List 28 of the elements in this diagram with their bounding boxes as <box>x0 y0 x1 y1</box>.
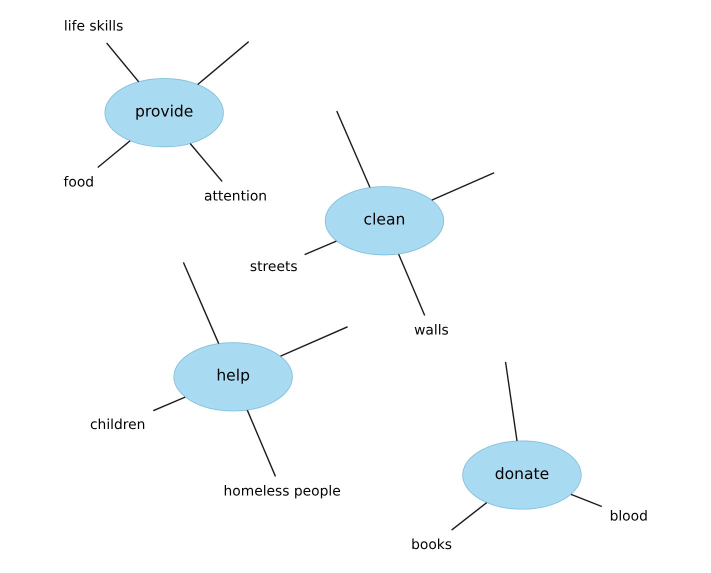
node-text: blood <box>610 508 648 524</box>
connector <box>336 110 371 188</box>
connector <box>398 254 426 316</box>
connector <box>153 396 186 412</box>
node-ellipse: donate <box>462 440 582 510</box>
node-text: walls <box>414 322 449 339</box>
node-text: attention <box>204 188 268 205</box>
connector <box>570 494 602 508</box>
connector <box>432 172 494 201</box>
connector <box>304 240 337 256</box>
connector <box>246 410 276 477</box>
connector <box>504 362 518 442</box>
node-text: children <box>90 417 146 434</box>
connector <box>197 41 250 86</box>
connector <box>451 502 488 531</box>
connector <box>182 262 220 344</box>
node-ellipse: help <box>173 342 293 412</box>
node-text: food <box>64 174 94 190</box>
connector <box>97 140 131 168</box>
node-ellipse: provide <box>104 78 224 148</box>
node-text: books <box>411 537 452 554</box>
connector <box>280 326 348 357</box>
node-text: homeless people <box>224 483 341 500</box>
connector <box>106 42 140 82</box>
node-text: life skills <box>64 18 124 35</box>
connector <box>190 143 223 182</box>
node-text: streets <box>250 258 298 275</box>
node-ellipse: clean <box>324 186 444 256</box>
